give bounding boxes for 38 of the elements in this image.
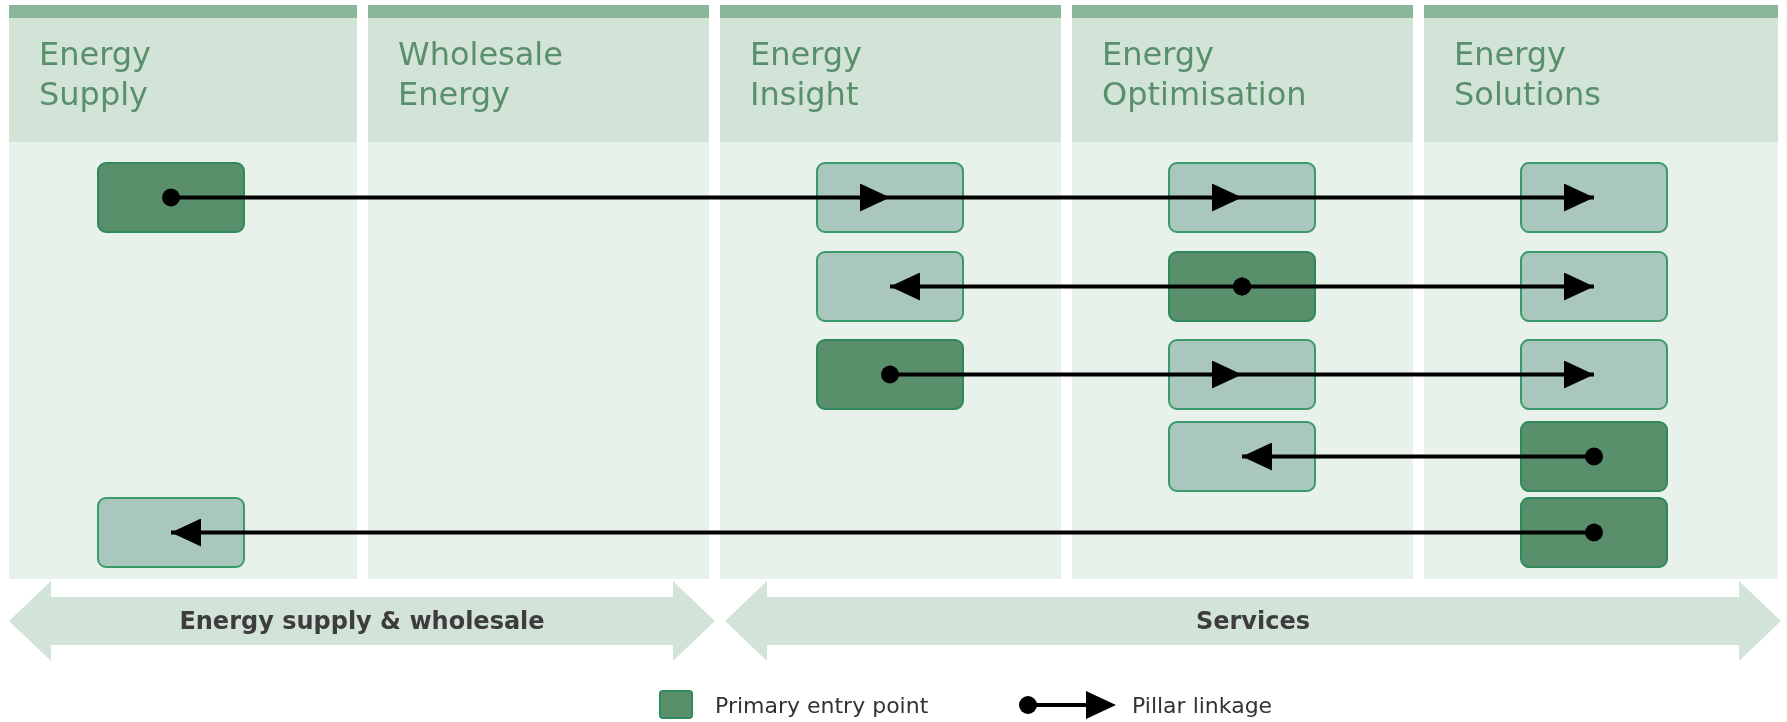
linked-box — [1168, 339, 1316, 410]
band-label: Energy supply & wholesale — [179, 606, 545, 637]
entry-point-box — [1168, 251, 1316, 322]
linkage-arrow — [1242, 442, 1603, 471]
linkage-arrow — [890, 183, 1242, 212]
linked-box — [1168, 421, 1316, 492]
double-arrow-band — [9, 581, 715, 661]
pillar-title: Energy Solutions — [1454, 34, 1602, 114]
entry-point-box — [1520, 497, 1668, 568]
linkage-arrow — [1242, 183, 1594, 212]
linked-box — [816, 251, 964, 322]
linkage-arrow — [1233, 272, 1594, 301]
entry-point-box — [816, 339, 964, 410]
entry-point-box — [97, 162, 245, 233]
linked-box — [816, 162, 964, 233]
pillar-title: Wholesale Energy — [398, 34, 563, 114]
pillar-column — [368, 5, 709, 142]
linkage-arrow — [162, 183, 890, 212]
linked-box — [1168, 162, 1316, 233]
linked-box — [97, 497, 245, 568]
pillar-title: Energy Optimisation — [1102, 34, 1307, 114]
pillar-column — [720, 5, 1061, 579]
legend-label: Primary entry point — [715, 692, 929, 720]
pillar-column — [9, 5, 357, 579]
legend-label: Pillar linkage — [1132, 692, 1273, 720]
pillar-title: Energy Supply — [39, 34, 152, 114]
double-arrow-band — [725, 581, 1781, 661]
pillar-column — [1072, 5, 1413, 579]
linked-box — [1520, 162, 1668, 233]
pillar-title: Energy Insight — [750, 34, 863, 114]
linkage-arrow — [881, 360, 1242, 389]
linkage-arrow — [1242, 360, 1594, 389]
linkage-arrow — [171, 518, 1603, 547]
linked-box — [1520, 251, 1668, 322]
pillar-column — [1424, 5, 1778, 579]
linked-box — [1520, 339, 1668, 410]
band-label: Services — [1195, 606, 1311, 637]
entry-point-box — [1520, 421, 1668, 492]
